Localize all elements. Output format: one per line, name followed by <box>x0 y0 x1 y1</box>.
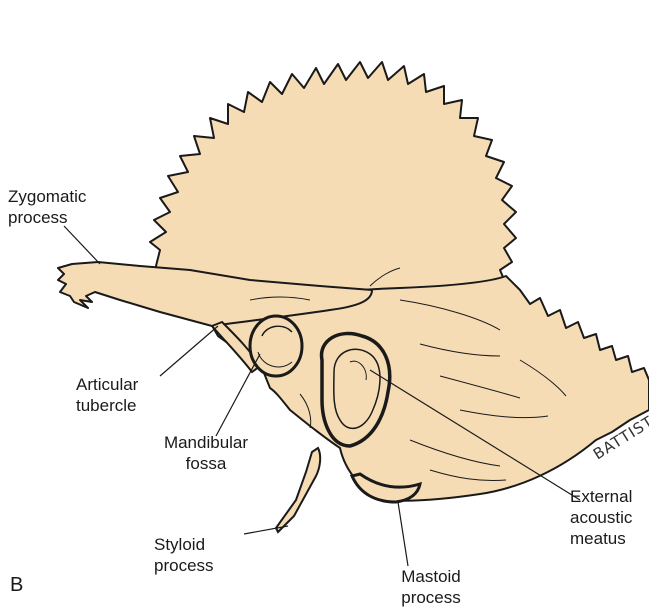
articular-tubercle-label: Articular tubercle <box>76 374 138 416</box>
zygomatic-process-label: Zygomatic process <box>8 186 86 228</box>
external-acoustic-meatus-label: External acoustic meatus <box>570 486 632 549</box>
squamous-part <box>150 62 516 306</box>
styloid-process-label: Styloid process <box>154 534 214 576</box>
panel-letter: B <box>10 574 23 597</box>
styloid-process-shape <box>276 448 320 532</box>
mandibular-fossa-label: Mandibular fossa <box>140 432 272 474</box>
mandibular-fossa-shape <box>250 316 302 376</box>
mastoid-process-label: Mastoid process <box>382 566 480 608</box>
